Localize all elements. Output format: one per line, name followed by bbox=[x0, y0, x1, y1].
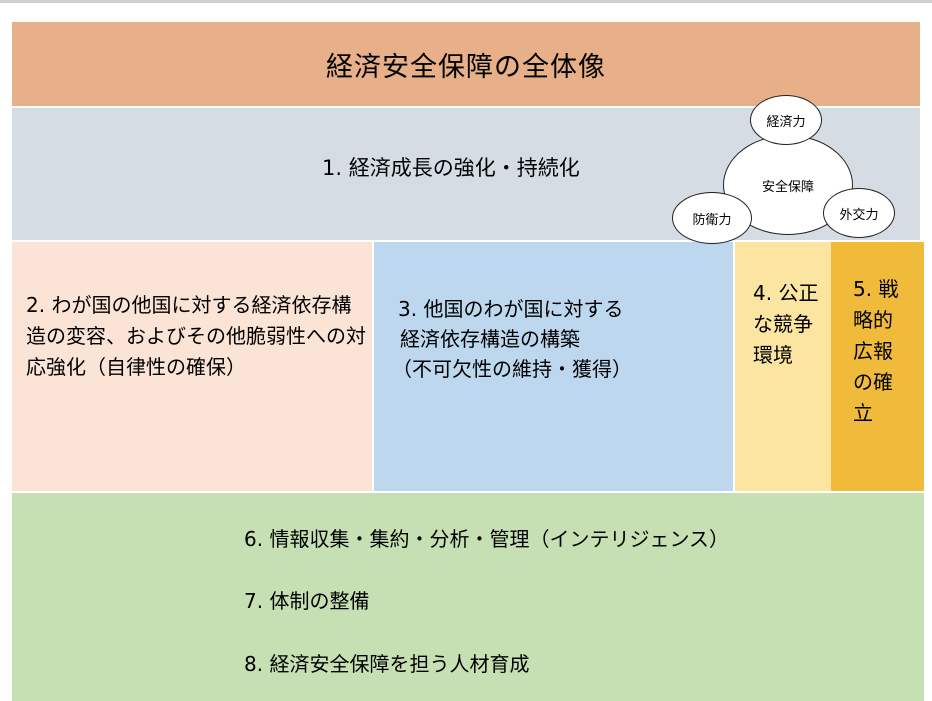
top-border-line bbox=[0, 0, 932, 3]
item-6-label: 6. 情報収集・集約・分析・管理（インテリジェンス） bbox=[244, 527, 730, 551]
venn-defense-label: 防衛力 bbox=[692, 212, 732, 228]
diagram-title: 経済安全保障の全体像 bbox=[326, 51, 606, 83]
title-banner: 経済安全保障の全体像 bbox=[12, 22, 920, 106]
item-2-label: 2. わが国の他国に対する経済依存構造の変容、およびその他脆弱性への対応強化（自… bbox=[26, 293, 366, 379]
pillar-cell-5: 5. 戦略的広報の確立 bbox=[831, 240, 924, 494]
pillar-cell-2: 2. わが国の他国に対する経済依存構造の変容、およびその他脆弱性への対応強化（自… bbox=[12, 240, 374, 491]
item-1-label: 1. 経済成長の強化・持続化 bbox=[322, 156, 580, 180]
venn-economy-label: 経済力 bbox=[766, 114, 806, 130]
pillar-cell-4: 4. 公正な競争環境 bbox=[735, 240, 831, 491]
item-4-label: 4. 公正な競争環境 bbox=[753, 281, 819, 367]
item-3-line-1: 3. 他国のわが国に対する bbox=[398, 297, 624, 321]
foundation-block: 6. 情報収集・集約・分析・管理（インテリジェンス） 7. 体制の整備 8. 経… bbox=[12, 491, 924, 701]
venn-center-label: 安全保障 bbox=[761, 179, 814, 195]
venn-defense-circle: 防衛力 bbox=[672, 192, 752, 244]
item-8-label: 8. 経済安全保障を担う人材育成 bbox=[244, 652, 530, 676]
item-3-label: 3. 他国のわが国に対する 経済依存構造の構築 （不可欠性の維持・獲得） bbox=[392, 294, 728, 384]
venn-diplomacy-circle: 外交力 bbox=[823, 188, 895, 238]
venn-economy-circle: 経済力 bbox=[750, 95, 822, 145]
item-5-label: 5. 戦略的広報の確立 bbox=[853, 277, 899, 425]
item-7-label: 7. 体制の整備 bbox=[244, 589, 370, 613]
item-3-line-2: 経済依存構造の構築 bbox=[400, 327, 580, 351]
item-3-line-3: （不可欠性の維持・獲得） bbox=[392, 357, 632, 381]
pillar-cell-3: 3. 他国のわが国に対する 経済依存構造の構築 （不可欠性の維持・獲得） bbox=[374, 240, 735, 491]
venn-diplomacy-label: 外交力 bbox=[839, 207, 879, 223]
